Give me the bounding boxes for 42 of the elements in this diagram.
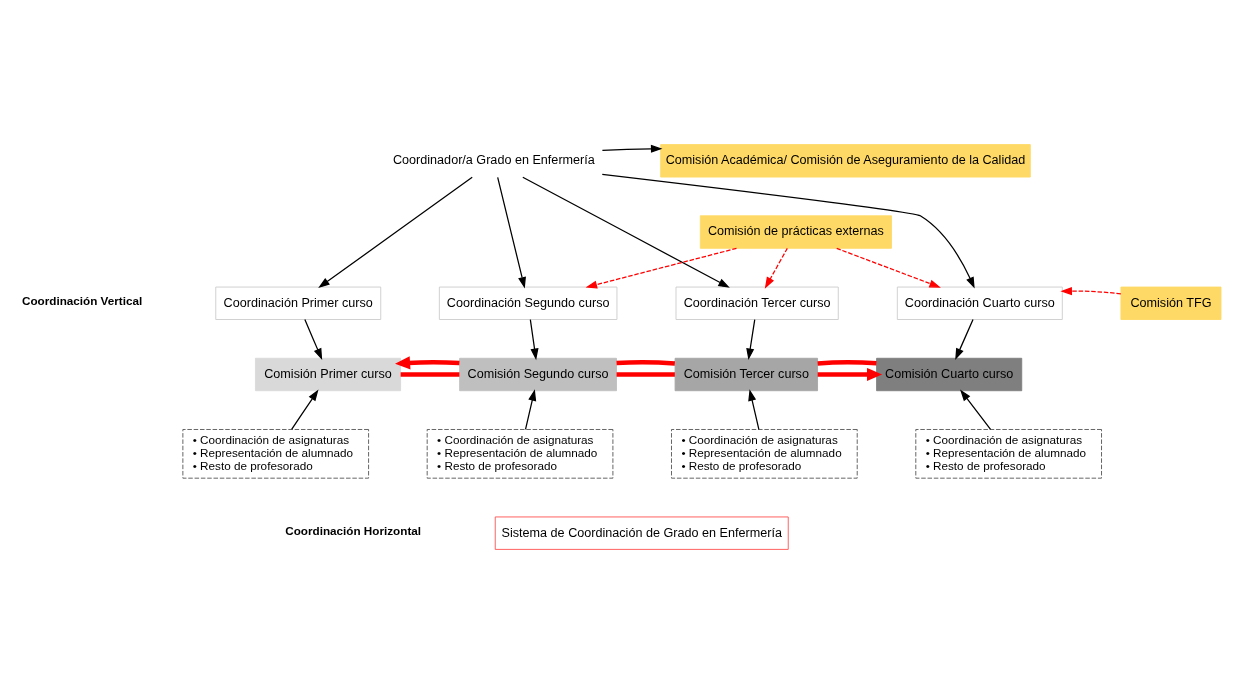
node-box: Comisión Cuarto curso bbox=[876, 357, 1023, 391]
arrow bbox=[318, 176, 473, 288]
node-box: Coordinación Primer curso bbox=[215, 286, 382, 320]
connector bbox=[400, 371, 460, 377]
arrow bbox=[529, 318, 539, 360]
node-box: Comisión TFG bbox=[1120, 286, 1222, 320]
node-box: Comisión Segundo curso bbox=[459, 357, 617, 391]
node-box: Comisión Académica/ Comisión de Aseguramiento de la Calidad bbox=[660, 143, 1031, 177]
arrow bbox=[836, 247, 941, 288]
arrow bbox=[748, 388, 760, 430]
node-box: Coordinación Tercer curso bbox=[675, 286, 839, 320]
arrow bbox=[585, 247, 738, 288]
arrow bbox=[304, 318, 323, 360]
connector bbox=[616, 359, 675, 366]
arrow bbox=[817, 367, 883, 381]
node-box: • Coordinación de asignaturas • Representación de alumnado • Resto de profesorado bbox=[182, 428, 370, 479]
connector bbox=[616, 371, 675, 377]
arrow bbox=[601, 144, 663, 153]
node-box: Coordinación Segundo curso bbox=[438, 286, 618, 320]
node-box: Coordinación Cuarto curso bbox=[896, 286, 1063, 320]
node-text: Coordinador/a Grado en Enfermería bbox=[392, 152, 595, 167]
node-box: • Coordinación de asignaturas • Representación de alumnado • Resto de profesorado bbox=[671, 428, 858, 479]
arrow bbox=[960, 389, 992, 430]
arrow bbox=[395, 355, 460, 369]
node-box: • Coordinación de asignaturas • Representación de alumnado • Resto de profesorado bbox=[915, 428, 1102, 479]
node-box: Comisión Tercer curso bbox=[674, 357, 818, 391]
arrow bbox=[601, 173, 975, 289]
node-box: • Coordinación de asignaturas • Representación de alumnado • Resto de profesorado bbox=[426, 428, 614, 479]
arrow bbox=[522, 176, 730, 288]
node-box: Sistema de Coordinación de Grado en Enfermería bbox=[494, 516, 789, 550]
node-box: Comisión Primer curso bbox=[255, 357, 402, 391]
connector bbox=[817, 359, 877, 366]
node-box: Comisión de prácticas externas bbox=[699, 214, 892, 249]
label: Coordinación Vertical bbox=[21, 293, 143, 307]
arrow bbox=[497, 176, 526, 289]
arrow bbox=[524, 388, 537, 430]
arrow bbox=[291, 389, 319, 430]
arrow bbox=[764, 247, 788, 289]
label: Coordinación Horizontal bbox=[285, 523, 422, 537]
arrow bbox=[746, 318, 756, 360]
arrow bbox=[1060, 286, 1122, 295]
arrow bbox=[955, 318, 974, 360]
